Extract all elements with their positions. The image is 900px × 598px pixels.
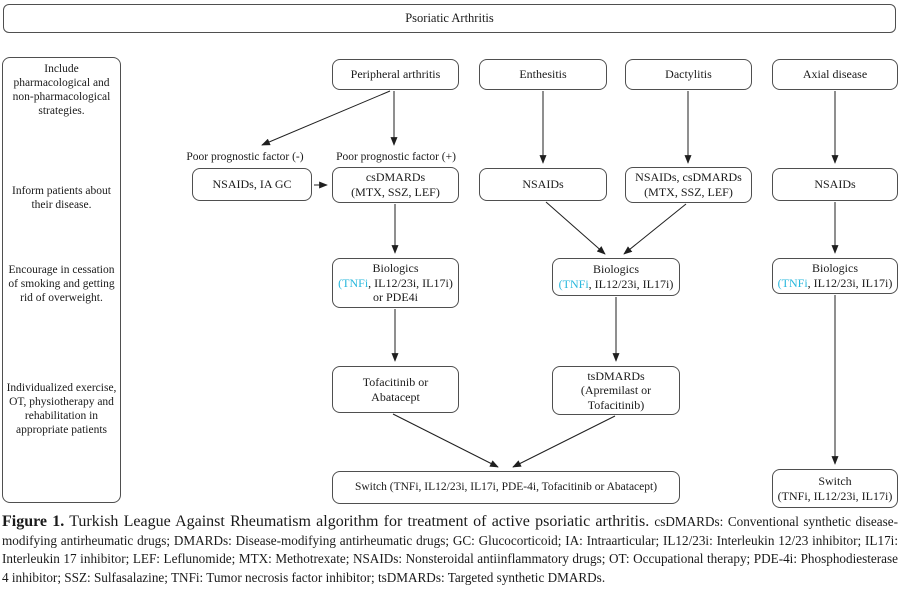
figure-caption: Figure 1. Turkish League Against Rheumat… bbox=[2, 513, 898, 587]
node-label-line: Tofacitinib) bbox=[587, 397, 645, 412]
node-biologics-axial: Biologics (TNFi, IL12/23i, IL17i) bbox=[772, 258, 898, 294]
note-smoking-overweight: Encourage in cessation of smoking and ge… bbox=[8, 264, 115, 305]
tnfi-highlight: (TNFi bbox=[558, 277, 589, 291]
node-label-line: Biologics bbox=[592, 262, 639, 277]
note-strategies: Include pharmacological and non-pharmaco… bbox=[12, 63, 111, 118]
node-nsaids-enthesitis: NSAIDs bbox=[479, 168, 607, 201]
node-tofacitinib-abatacept: Tofacitinib or Abatacept bbox=[332, 366, 459, 413]
node-nsaids-csdmards: NSAIDs, csDMARDs (MTX, SSZ, LEF) bbox=[625, 167, 752, 203]
node-label-line: Tofacitinib or bbox=[362, 374, 429, 389]
node-label: NSAIDs bbox=[814, 177, 856, 192]
node-label-line: or PDE4i bbox=[373, 290, 418, 305]
node-label-line: Biologics bbox=[811, 261, 858, 276]
arrow-nsaids-csdmards-to-biologics-mid bbox=[623, 203, 687, 255]
node-nsaids-axial: NSAIDs bbox=[772, 168, 898, 201]
label-poor-prognostic-positive: Poor prognostic factor (+) bbox=[336, 151, 456, 163]
figure-caption-label: Figure 1. bbox=[2, 513, 65, 530]
node-label: Axial disease bbox=[802, 67, 868, 82]
node-csdmards: csDMARDs (MTX, SSZ, LEF) bbox=[332, 167, 459, 203]
node-label: NSAIDs, IA GC bbox=[212, 177, 292, 192]
node-label-line: (MTX, SSZ, LEF) bbox=[644, 185, 733, 199]
node-enthesitis: Enthesitis bbox=[479, 59, 607, 90]
node-label: Enthesitis bbox=[519, 67, 567, 82]
note-inform-patients: Inform patients about their disease. bbox=[11, 185, 111, 212]
node-label-line: Biologics bbox=[372, 261, 419, 276]
node-label-line: NSAIDs, csDMARDs bbox=[635, 170, 742, 185]
node-label-line: (TNFi, IL12/23i, IL17i) bbox=[777, 488, 893, 503]
node-label-line: (TNFi, IL12/23i, IL17i) bbox=[558, 277, 674, 291]
node-switch-main: Switch (TNFi, IL12/23i, IL17i, PDE-4i, T… bbox=[332, 471, 680, 504]
tnfi-highlight: (TNFi bbox=[777, 276, 808, 290]
tnfi-highlight: (TNFi bbox=[338, 275, 369, 290]
node-label-line: csDMARDs bbox=[365, 170, 426, 185]
node-peripheral-arthritis: Peripheral arthritis bbox=[332, 59, 459, 90]
node-axial-disease: Axial disease bbox=[772, 59, 898, 90]
node-label-line: (Apremilast or bbox=[580, 383, 652, 398]
node-label: Peripheral arthritis bbox=[350, 67, 441, 82]
node-biologics-peripheral: Biologics (TNFi, IL12/23i, IL17i) or PDE… bbox=[332, 258, 459, 308]
label-poor-prognostic-negative: Poor prognostic factor (-) bbox=[186, 151, 304, 163]
node-label: Switch (TNFi, IL12/23i, IL17i, PDE-4i, T… bbox=[354, 481, 658, 494]
arrow-tsdmards-to-switch bbox=[512, 415, 616, 468]
arrow-tofacitinib-to-switch bbox=[392, 413, 499, 468]
node-label-line: (TNFi, IL12/23i, IL17i) bbox=[338, 275, 453, 290]
node-dactylitis: Dactylitis bbox=[625, 59, 752, 90]
node-label: Dactylitis bbox=[665, 67, 712, 82]
node-label: NSAIDs bbox=[522, 177, 564, 192]
note-exercise-rehab: Individualized exercise, OT, physiothera… bbox=[6, 382, 117, 437]
node-label-line: tsDMARDs bbox=[587, 368, 645, 383]
sidebar-recommendations: Include pharmacological and non-pharmaco… bbox=[2, 57, 121, 503]
node-label-line: Abatacept bbox=[371, 389, 420, 404]
node-label-line: Switch bbox=[818, 473, 852, 488]
node-label-line: (TNFi, IL12/23i, IL17i) bbox=[777, 276, 893, 290]
node-psoriatic-arthritis: Psoriatic Arthritis bbox=[3, 4, 896, 33]
node-label-line: (MTX, SSZ, LEF) bbox=[351, 185, 440, 199]
figure-caption-title: Turkish League Against Rheumatism algori… bbox=[64, 513, 655, 530]
figure-caption-abbreviations: csDMARDs: Conventional synthetic disease… bbox=[2, 514, 899, 585]
node-switch-axial: Switch (TNFi, IL12/23i, IL17i) bbox=[772, 469, 898, 508]
node-biologics-mid: Biologics (TNFi, IL12/23i, IL17i) bbox=[552, 258, 680, 296]
node-nsaids-ia-gc: NSAIDs, IA GC bbox=[192, 168, 312, 201]
arrow-peripheral-to-ppf-negative bbox=[261, 90, 391, 146]
arrow-nsaids-enth-to-biologics-mid bbox=[545, 201, 606, 255]
node-label: Psoriatic Arthritis bbox=[405, 10, 494, 25]
node-tsdmards: tsDMARDs (Apremilast or Tofacitinib) bbox=[552, 366, 680, 415]
